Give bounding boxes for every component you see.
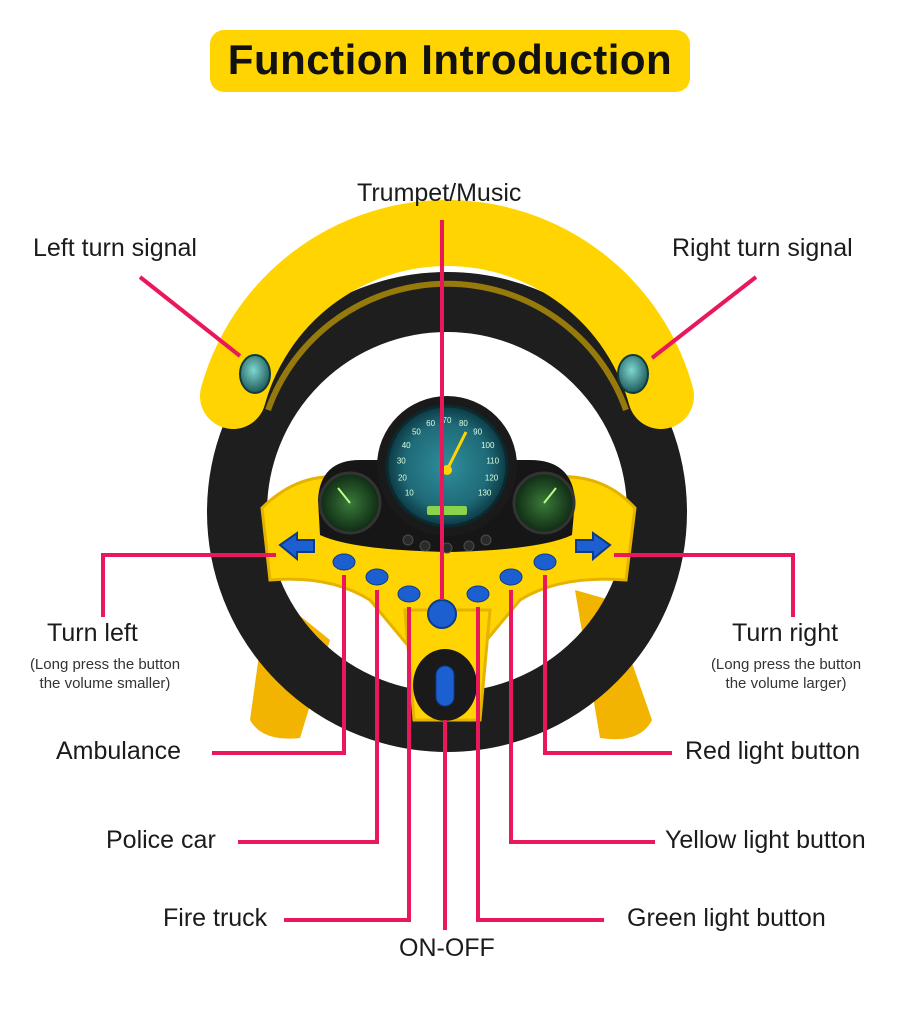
speedometer-number: 50: [412, 428, 421, 437]
ambulance-button: [332, 553, 356, 571]
turn-left-note-line-1: (Long press the button: [29, 656, 181, 673]
label-left-turn-signal: Left turn signal: [33, 234, 197, 262]
line-yellow: [509, 590, 655, 844]
on-off-key: [435, 665, 455, 707]
police-car-button: [365, 568, 389, 586]
label-yellow-light-button: Yellow light button: [665, 826, 866, 854]
line-police: [238, 590, 379, 844]
speedometer-number: 30: [397, 457, 406, 466]
line-fire: [284, 607, 411, 922]
left-turn-signal-light: [239, 354, 271, 394]
speedometer-number: 20: [398, 473, 407, 482]
line-red: [543, 575, 672, 755]
title-wrap: Function Introduction: [0, 30, 900, 92]
line-left-signal: [138, 275, 242, 358]
turn-right-note-line-1: (Long press the button: [710, 656, 862, 673]
turn-right-arrow-button: [575, 531, 612, 562]
speedometer-number: 130: [478, 488, 492, 497]
turn-left-arrow-button: [278, 531, 315, 562]
line-green: [476, 607, 604, 922]
label-red-light-button: Red light button: [685, 737, 861, 765]
right-turn-signal-light: [617, 354, 649, 394]
label-green-light-button: Green light button: [627, 904, 826, 932]
turn-left-note-line-2: the volume smaller): [39, 674, 171, 692]
label-fire-truck: Fire truck: [163, 904, 268, 932]
trumpet-music-button: [427, 599, 457, 629]
speedometer-number: 60: [426, 419, 435, 428]
speedometer-needle: [445, 431, 468, 471]
callout-lines: [101, 220, 795, 930]
line-turn-right: [614, 553, 795, 617]
speedometer-number: 120: [485, 473, 499, 482]
page-title: Function Introduction: [209, 30, 691, 92]
line-right-signal: [650, 275, 758, 360]
speedometer-number: 100: [481, 441, 495, 450]
speedometer-number: 80: [459, 419, 468, 428]
label-turn-right: Turn right: [732, 619, 839, 647]
turn-right-note-line-2: the volume larger): [725, 674, 847, 692]
speedometer-number: 40: [402, 441, 411, 450]
label-on-off: ON-OFF: [399, 934, 495, 962]
speedometer-number: 90: [473, 428, 482, 437]
speedometer-number: 110: [486, 457, 499, 466]
line-ambulance: [212, 575, 346, 755]
turn-left-note: (Long press the button the volume smalle…: [15, 656, 195, 694]
wheel-ring-yellow-top: [200, 200, 694, 429]
label-ambulance: Ambulance: [56, 737, 182, 765]
fire-truck-button: [397, 585, 421, 603]
label-police-car: Police car: [106, 826, 216, 854]
speedometer-number: 70: [443, 416, 452, 425]
label-right-turn-signal: Right turn signal: [672, 234, 853, 262]
label-trumpet-music: Trumpet/Music: [357, 179, 522, 207]
green-light-button: [466, 585, 490, 603]
yellow-light-button: [499, 568, 523, 586]
red-light-button: [533, 553, 557, 571]
label-turn-left: Turn left: [47, 619, 138, 647]
speedometer-number: 10: [405, 488, 414, 497]
speedometer-digital-display: [427, 506, 467, 515]
line-turn-left: [101, 553, 276, 617]
turn-right-note: (Long press the button the volume larger…: [694, 656, 878, 694]
